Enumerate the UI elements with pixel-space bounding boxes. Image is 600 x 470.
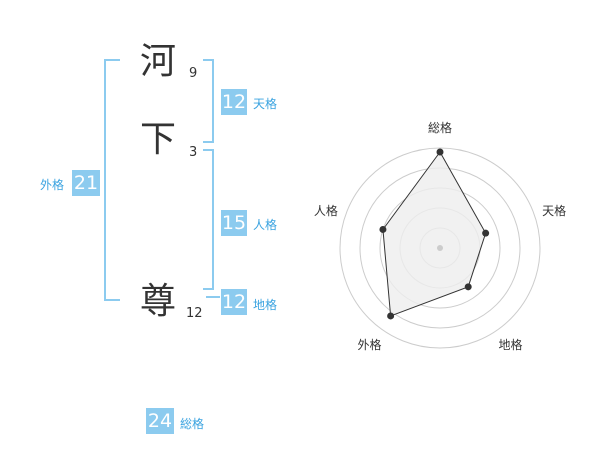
chikaku-connector	[206, 296, 220, 298]
name-char-2: 下	[140, 119, 177, 160]
radar-axis-label: 外格	[357, 337, 381, 352]
soukaku-badge: 24	[146, 408, 174, 434]
radar-area	[382, 151, 487, 317]
stroke-count-2: 3	[189, 145, 198, 160]
stroke-count-3: 12	[186, 306, 203, 321]
name-char-1: 河	[140, 41, 177, 82]
radar-ring	[339, 147, 541, 349]
tenkaku-label: 天格	[253, 97, 278, 111]
chikaku-label: 地格	[253, 298, 278, 312]
radar-point	[387, 312, 395, 320]
radar-axis-label: 総格	[428, 120, 452, 135]
radar-point	[482, 229, 490, 237]
gaikaku-label: 外格	[40, 178, 65, 192]
soukaku-label: 総格	[180, 417, 205, 431]
name-char-3: 尊	[140, 281, 177, 322]
jinkaku-badge: 15	[221, 210, 247, 236]
gaikaku-bracket	[104, 59, 120, 301]
tenkaku-bracket	[203, 59, 214, 143]
jinkaku-bracket	[203, 149, 214, 290]
stroke-count-1: 9	[189, 66, 198, 81]
gaikaku-badge: 21	[72, 170, 100, 196]
radar-point	[379, 225, 387, 233]
radar-axis-label: 地格	[499, 337, 523, 352]
chikaku-badge: 12	[221, 289, 247, 315]
jinkaku-label: 人格	[253, 218, 278, 232]
tenkaku-badge: 12	[221, 89, 247, 115]
radar-point	[436, 148, 444, 156]
radar-axis-label: 人格	[314, 203, 338, 218]
radar-point	[464, 283, 472, 291]
radar-axis-label: 天格	[542, 203, 566, 218]
radar-center-dot	[437, 245, 443, 251]
